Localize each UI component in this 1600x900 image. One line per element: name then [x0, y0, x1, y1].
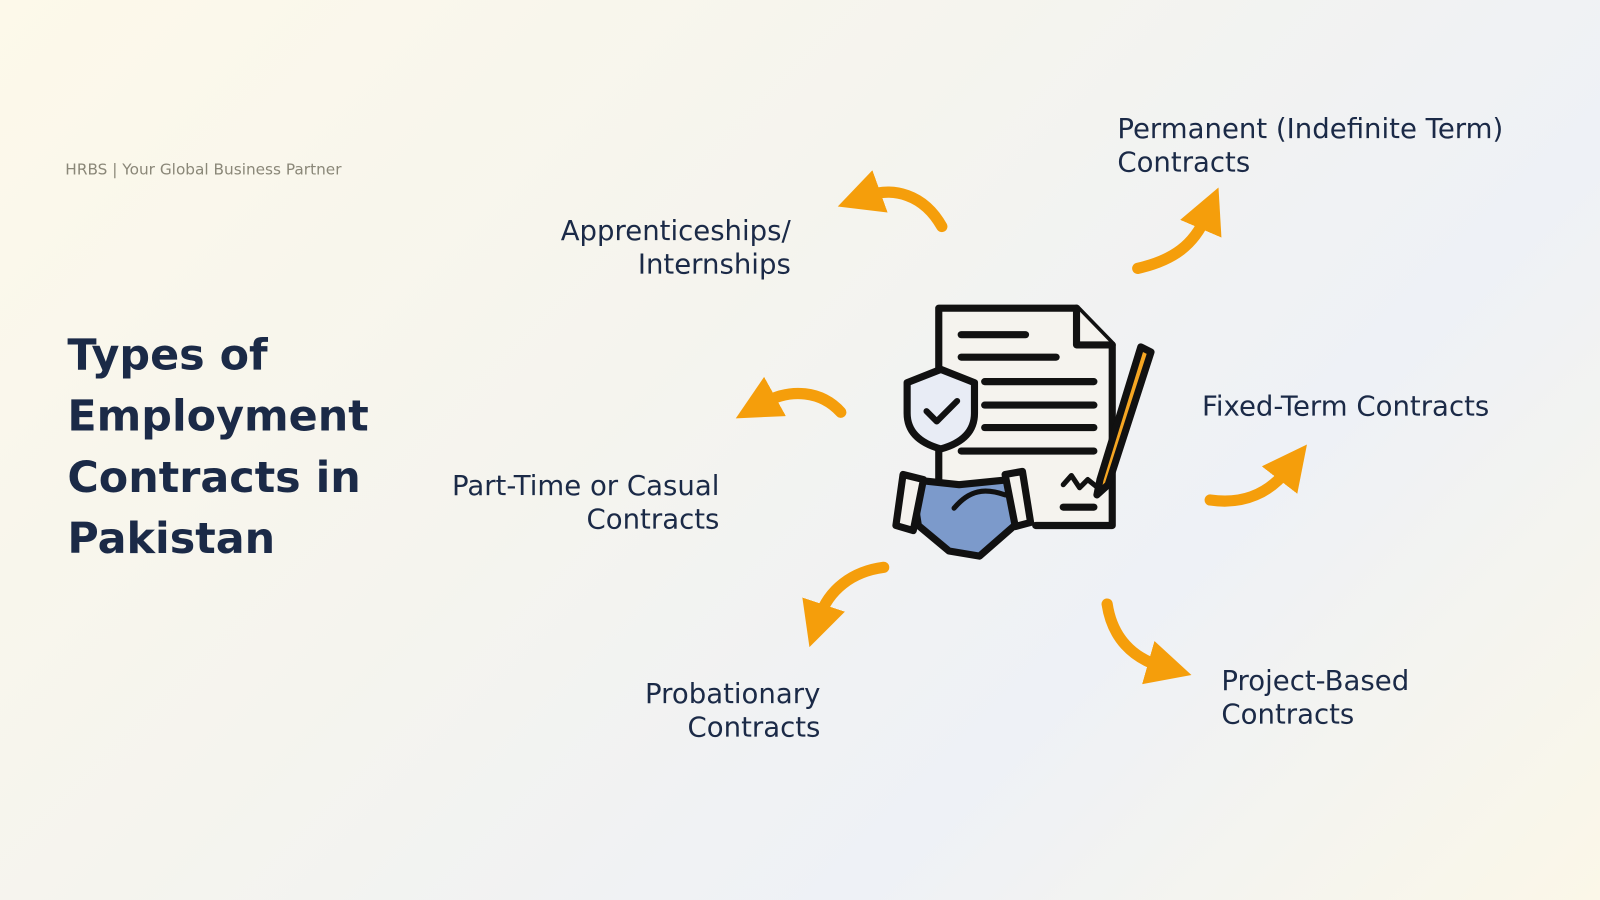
title-line: Employment: [67, 390, 369, 441]
arrow-icon: [1204, 444, 1307, 507]
label-fixed-term: Fixed-Term Contracts: [1202, 390, 1490, 423]
title-line: Contracts in: [67, 452, 361, 503]
arrow-icon: [1101, 598, 1192, 685]
tagline: HRBS | Your Global Business Partner: [65, 160, 342, 179]
title-line: Types of: [67, 329, 268, 380]
arrow-icon: [802, 561, 890, 648]
arrow-icon: [1132, 187, 1222, 274]
label-permanent: Permanent (Indefinite Term)Contracts: [1117, 113, 1504, 179]
title-line: Pakistan: [67, 513, 276, 564]
arrow-icon: [735, 376, 847, 419]
page-title: Types of Employment Contracts in Pakista…: [67, 324, 368, 569]
arrow-icon: [837, 170, 948, 233]
label-apprenticeships: Apprenticeships/Internships: [560, 215, 791, 281]
